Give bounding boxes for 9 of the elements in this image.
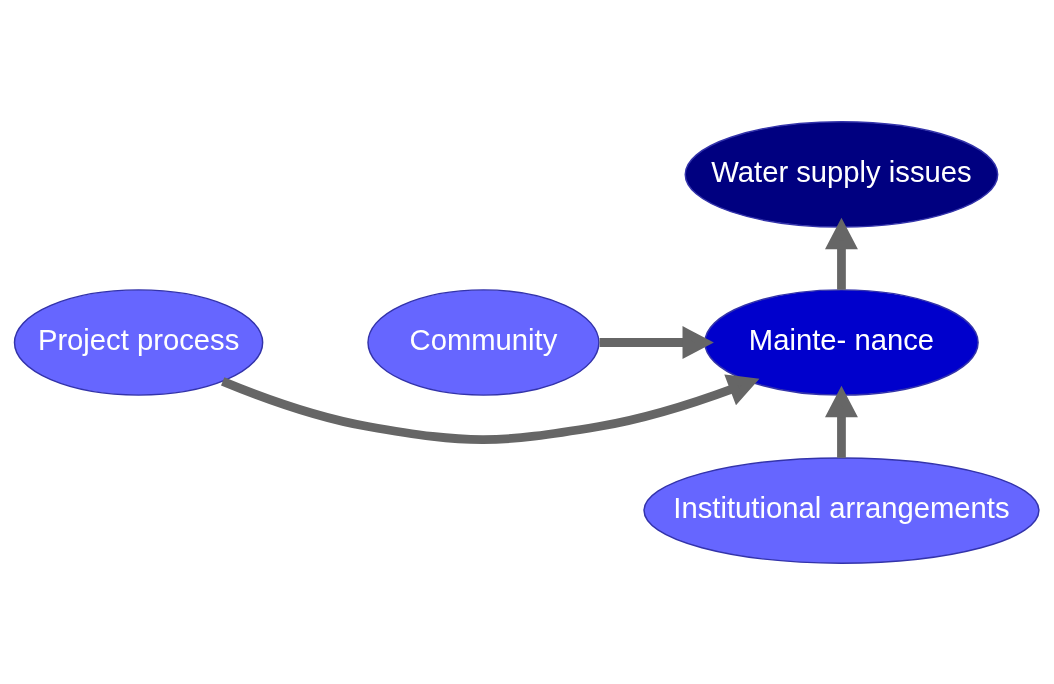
node-ellipse: Community — [367, 288, 600, 396]
arrow — [825, 217, 858, 290]
arrow — [599, 325, 714, 359]
node-ellipse: Institutional arrangements — [643, 456, 1040, 564]
node-ellipse: Water supply issues — [684, 120, 999, 228]
node-ellipse: Project process — [13, 288, 264, 396]
arrow — [221, 373, 760, 444]
arrow — [825, 385, 858, 458]
node-ellipse: Mainte- nance — [704, 288, 979, 396]
